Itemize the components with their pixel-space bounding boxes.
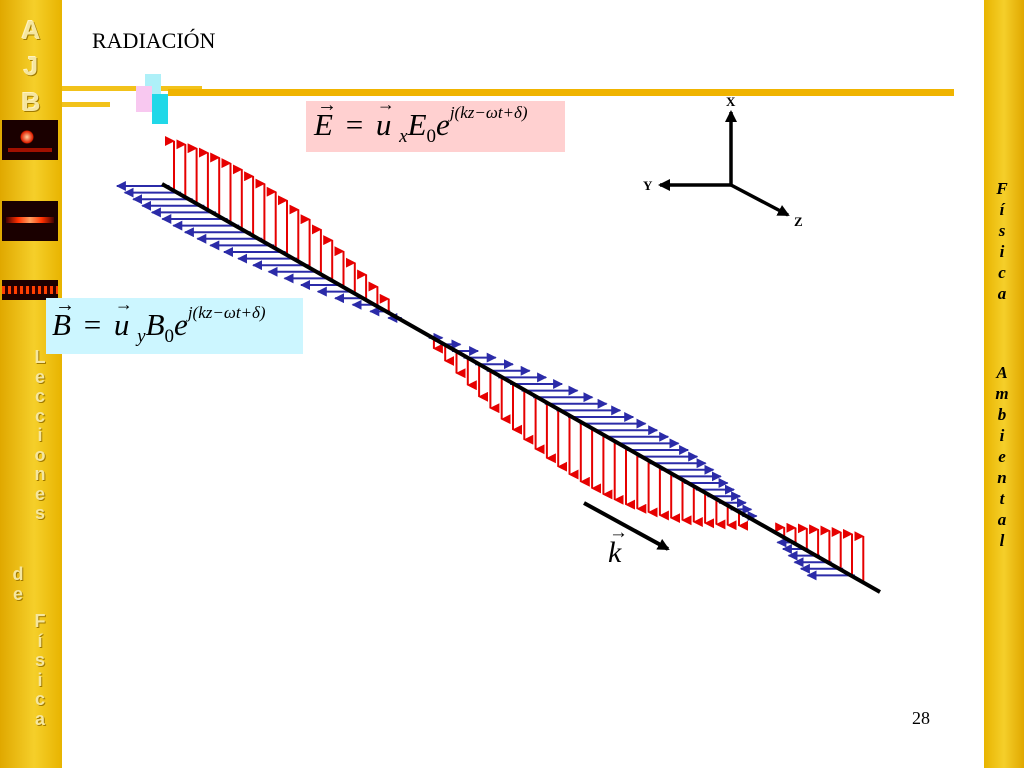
- letter: c: [998, 263, 1006, 282]
- e-symbol: E: [314, 107, 333, 142]
- decorative-square: [152, 94, 168, 124]
- vector-arrow-icon: →: [114, 294, 133, 314]
- uy-vector: → u: [113, 294, 137, 342]
- amplitude-subscript: 0: [426, 126, 437, 148]
- vector-arrow-icon: →: [609, 522, 628, 543]
- letter: b: [997, 405, 1007, 424]
- letter: e: [12, 583, 23, 604]
- unit-subscript: x: [399, 126, 408, 148]
- letter: i: [999, 242, 1005, 261]
- logo-letter-a: A: [21, 15, 41, 45]
- slide-title: RADIACIÓN: [92, 28, 216, 53]
- unit-subscript: y: [137, 326, 146, 348]
- letter: t: [999, 489, 1005, 508]
- exp-base: e: [436, 107, 450, 142]
- vector-arrow-icon: →: [55, 294, 75, 316]
- logo-letter-j: J: [23, 51, 39, 81]
- letter: A: [996, 363, 1008, 382]
- k-direction-arrow: [583, 501, 670, 551]
- letter: c: [34, 386, 45, 406]
- vector-arrow-icon: →: [317, 94, 337, 116]
- letter: a: [997, 510, 1007, 529]
- k-symbol: k: [608, 536, 622, 569]
- b-field-formula: → B = → u yB0ej(kz−ωt+δ): [46, 294, 303, 354]
- y-axis-label: Y: [643, 178, 653, 193]
- ajb-logo: A J B: [0, 12, 62, 120]
- letter: n: [34, 464, 46, 484]
- letter: e: [34, 366, 45, 387]
- right-vertical-fisica: F í s i c a: [990, 178, 1014, 304]
- exponent: j(kz−ωt+δ): [449, 102, 528, 122]
- letter: í: [999, 200, 1005, 219]
- e-field-formula: → E = → u xE0ej(kz−ωt+δ): [306, 94, 565, 152]
- amplitude-symbol: E: [407, 107, 427, 142]
- propagation-axis-line: [161, 182, 881, 594]
- decorative-bar: [62, 102, 110, 107]
- sidebar-vertical-de: d e: [8, 564, 28, 604]
- letter: i: [37, 425, 43, 445]
- logo-letter-b: B: [21, 87, 41, 117]
- letter: s: [998, 221, 1006, 240]
- letter: s: [34, 650, 45, 670]
- unit-symbol: u: [113, 307, 130, 342]
- b-symbol: B: [52, 307, 71, 342]
- letter: d: [12, 564, 24, 584]
- amplitude-subscript: 0: [164, 326, 175, 348]
- letter: l: [999, 531, 1005, 550]
- exponent: j(kz−ωt+δ): [187, 302, 266, 322]
- letter: L: [34, 347, 46, 367]
- z-axis-arrow: [730, 183, 790, 217]
- e-vector: → E: [314, 94, 341, 142]
- amplitude-symbol: B: [145, 307, 165, 342]
- letter: e: [34, 483, 45, 504]
- thumbnail-image-3: [2, 280, 58, 300]
- letter: a: [34, 708, 45, 729]
- x-axis-label: X: [726, 94, 736, 109]
- b-vector: → B: [52, 294, 79, 342]
- thumbnail-image-2: [2, 201, 58, 241]
- letter: a: [997, 284, 1007, 303]
- exp-base: e: [174, 307, 188, 342]
- equals-sign: =: [345, 107, 364, 142]
- decorative-bar: [62, 86, 202, 91]
- ux-vector: → u: [375, 94, 399, 142]
- sidebar-vertical-fisica: F í s i c a: [26, 611, 54, 729]
- unit-symbol: u: [375, 107, 392, 142]
- letter: i: [999, 426, 1005, 445]
- letter: n: [997, 468, 1007, 487]
- letter: c: [34, 689, 45, 709]
- sidebar-vertical-lecciones: L e c c i o n e s: [26, 347, 54, 524]
- letter: í: [37, 630, 43, 651]
- letter: s: [34, 503, 45, 523]
- letter: F: [996, 179, 1008, 198]
- letter: e: [998, 447, 1006, 466]
- letter: m: [995, 384, 1009, 403]
- letter: i: [37, 669, 43, 690]
- page-number: 28: [912, 708, 930, 728]
- e-field-arrows: [165, 136, 865, 583]
- right-vertical-ambiental: A m b i e n t a l: [990, 362, 1014, 551]
- letter: o: [34, 444, 46, 465]
- decorative-square: [136, 86, 152, 112]
- thumbnail-image-1: [2, 120, 58, 160]
- z-axis-label: Z: [794, 214, 803, 229]
- letter: c: [34, 405, 45, 426]
- equals-sign: =: [83, 307, 102, 342]
- right-sidebar: [984, 0, 1024, 768]
- vector-arrow-icon: →: [376, 94, 395, 114]
- k-vector-label: → k: [608, 522, 628, 570]
- letter: F: [34, 611, 46, 631]
- decorative-bar: [168, 89, 954, 96]
